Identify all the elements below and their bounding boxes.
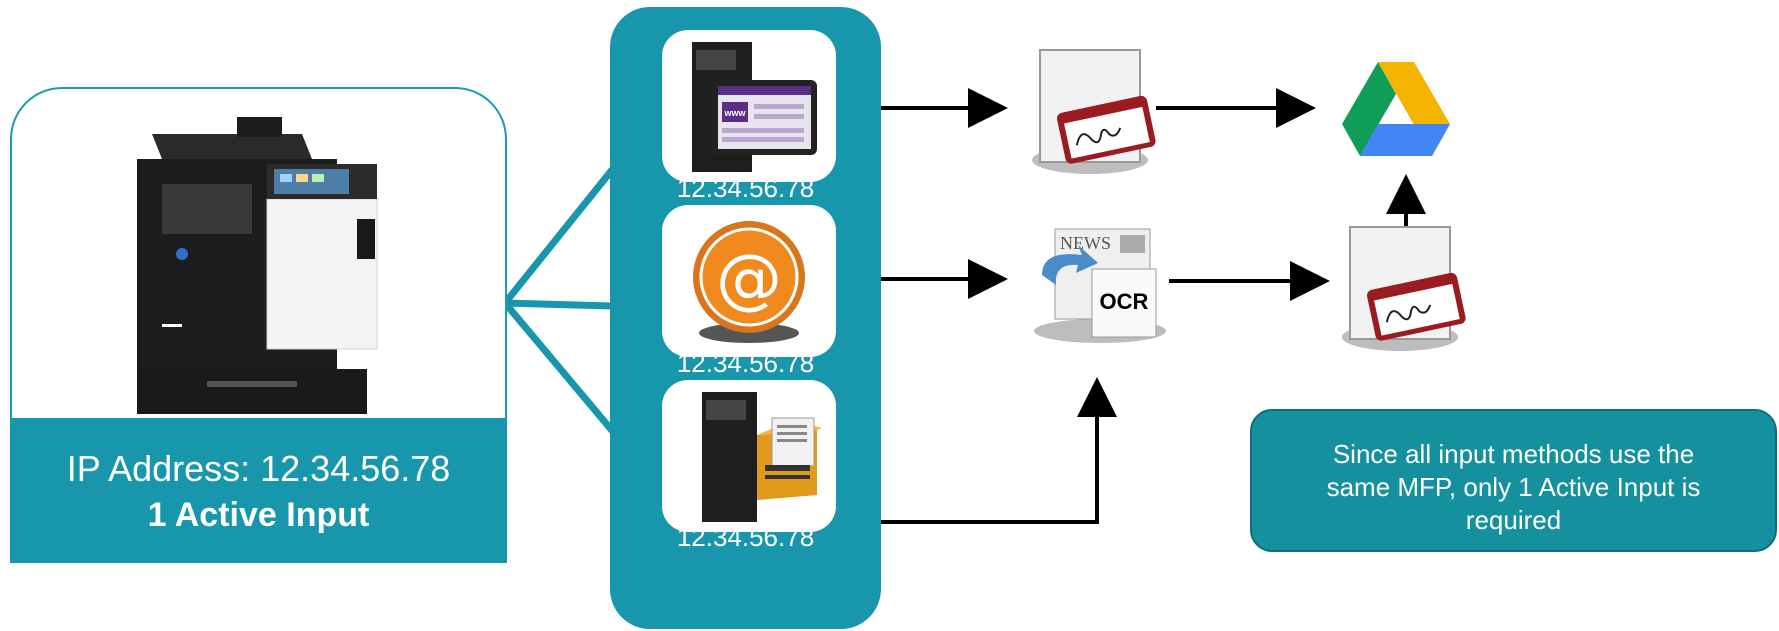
web-browser-mfp-icon: www bbox=[692, 42, 817, 172]
email-input-tile: @ bbox=[662, 205, 836, 357]
arrow-scan-to-ocr bbox=[849, 377, 1117, 524]
ocr-label: OCR bbox=[1100, 289, 1149, 314]
mfp-info-banner: IP Address: 12.34.56.78 1 Active Input bbox=[10, 418, 507, 563]
note-line-3: required bbox=[1465, 505, 1562, 535]
mfp-printer-icon bbox=[137, 117, 378, 414]
note-line-1: Since all input methods use the bbox=[1332, 439, 1695, 469]
www-badge: www bbox=[723, 108, 746, 118]
scan-folder-ip: 12.34.56.78 bbox=[676, 522, 815, 552]
scan-folder-input-tile bbox=[662, 380, 836, 532]
mfp-ip-address: IP Address: 12.34.56.78 bbox=[66, 448, 451, 489]
input-methods-column: www 12.34.56.78 @ 12.34.56.78 bbox=[610, 7, 881, 629]
signed-document-lower-icon bbox=[1342, 226, 1466, 351]
email-ip: 12.34.56.78 bbox=[676, 348, 815, 378]
google-drive-icon bbox=[1342, 62, 1450, 156]
signed-document-icon bbox=[1032, 49, 1156, 174]
at-symbol: @ bbox=[716, 240, 782, 317]
web-browser-ip: 12.34.56.78 bbox=[676, 173, 815, 203]
web-browser-input-tile: www bbox=[662, 30, 836, 182]
scan-folder-mfp-icon bbox=[702, 392, 822, 522]
ocr-icon: NEWS OCR bbox=[1034, 228, 1166, 343]
note-callout: Since all input methods use the same MFP… bbox=[1250, 409, 1777, 552]
note-line-2: same MFP, only 1 Active Input is bbox=[1326, 472, 1701, 502]
email-at-icon: @ bbox=[693, 221, 805, 343]
fan-connector bbox=[502, 157, 623, 443]
mfp-active-input: 1 Active Input bbox=[147, 496, 370, 534]
news-label: NEWS bbox=[1060, 233, 1111, 253]
